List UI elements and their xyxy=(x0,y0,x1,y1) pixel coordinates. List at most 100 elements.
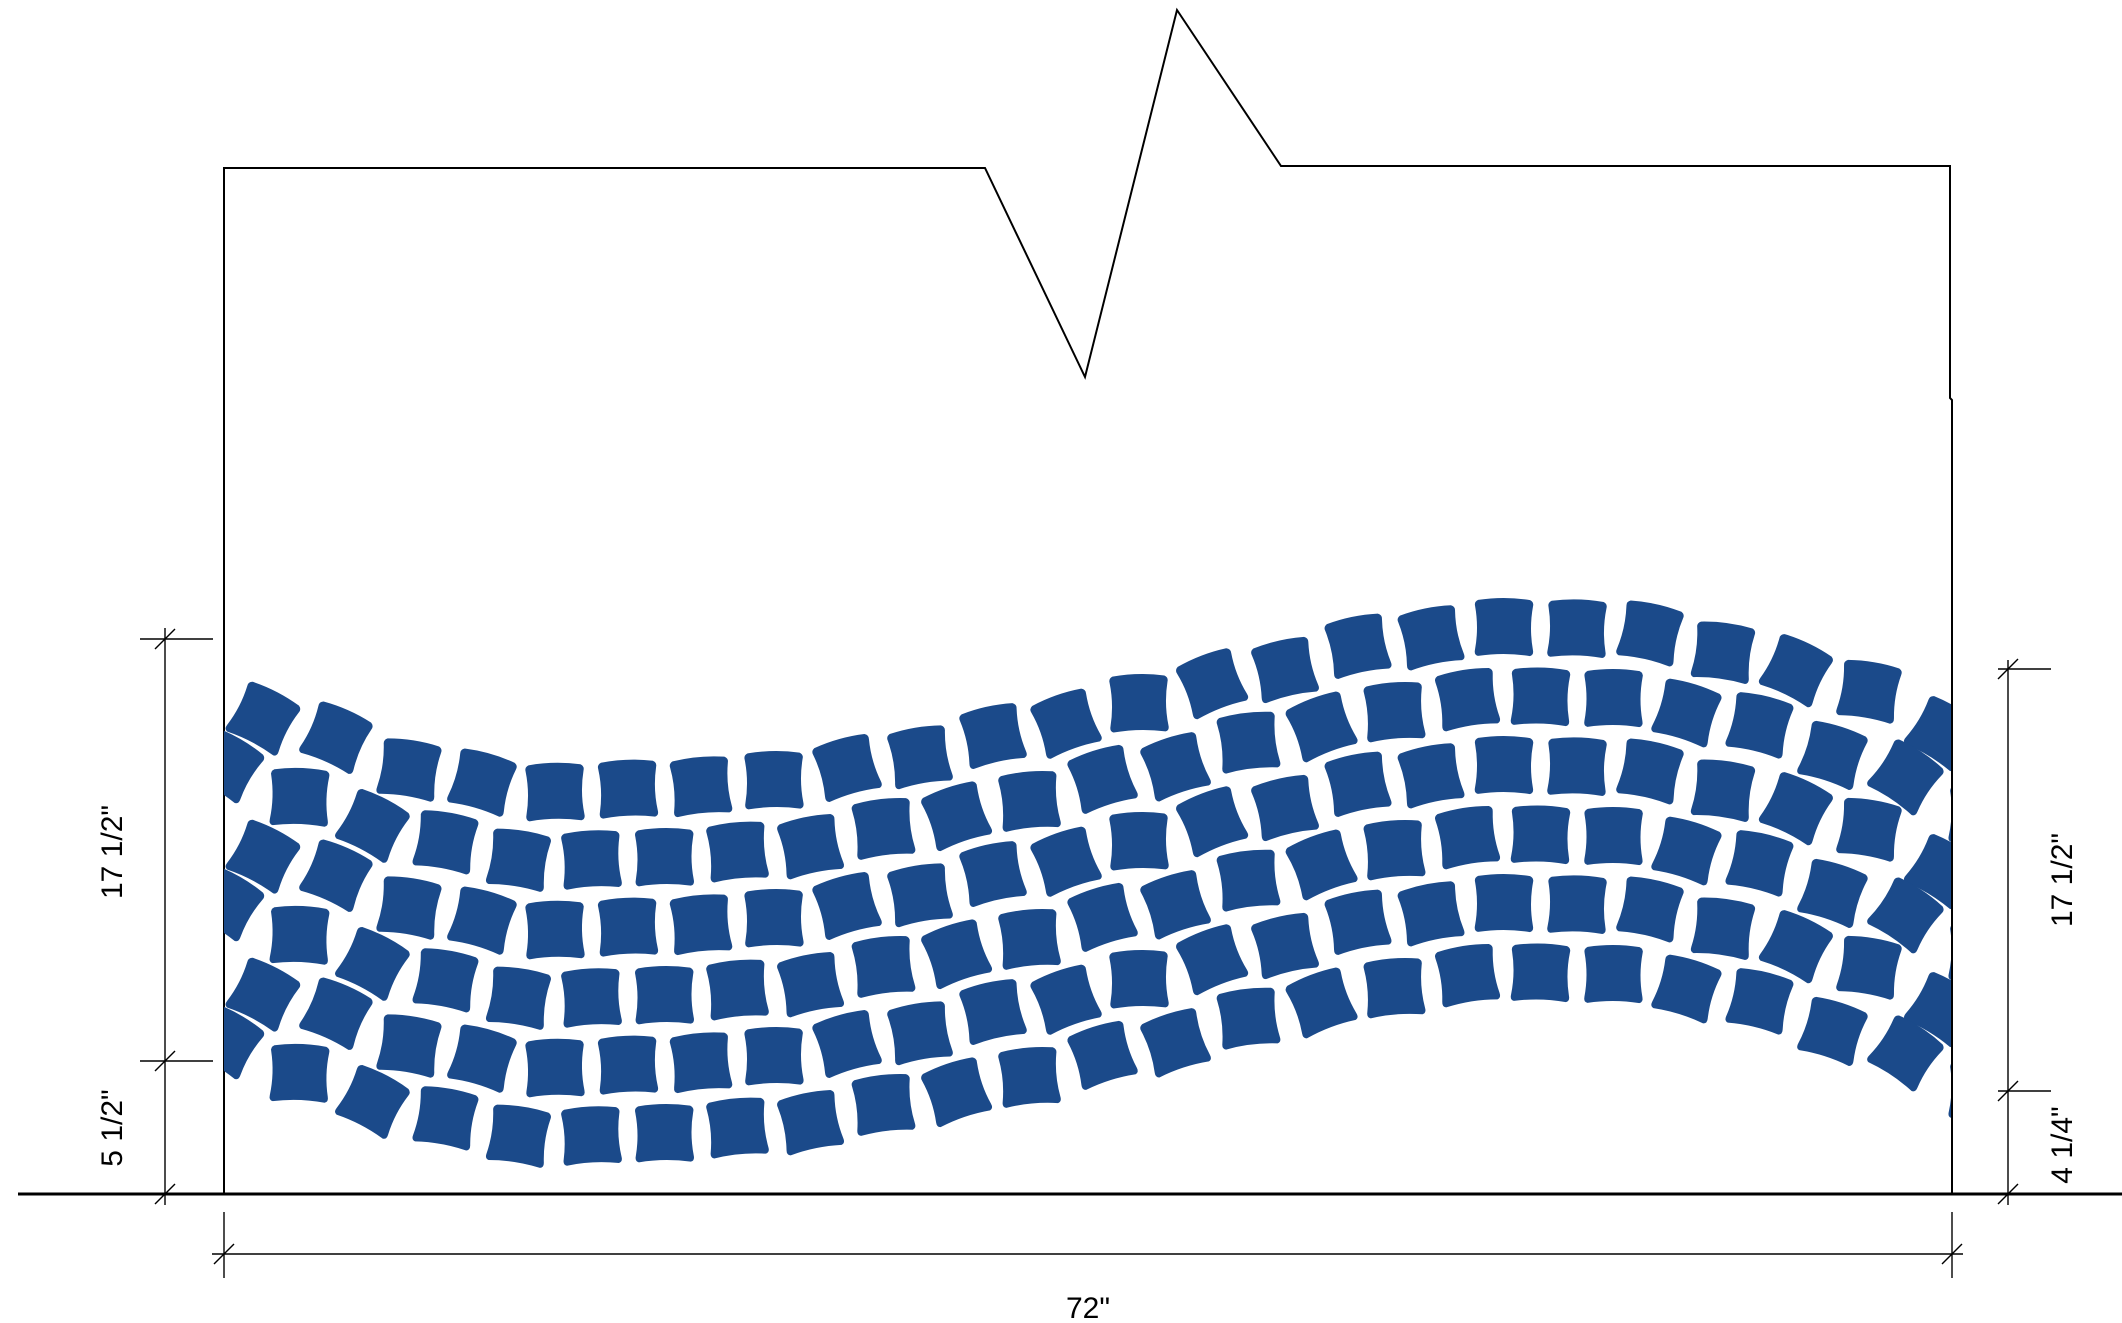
mosaic-tile xyxy=(777,952,845,1018)
mosaic-tile xyxy=(706,959,769,1021)
mosaic-tile xyxy=(777,814,845,880)
mosaic-tile xyxy=(225,681,301,756)
mosaic-tile xyxy=(1948,1060,1951,1120)
mosaic-tile xyxy=(1510,667,1571,727)
mosaic-tile xyxy=(744,889,804,948)
mosaic-tile xyxy=(669,894,733,956)
mosaic-tile xyxy=(1216,711,1281,774)
mosaic-tile xyxy=(1109,673,1169,733)
mosaic-tile xyxy=(412,810,479,875)
mosaic-tile xyxy=(1725,968,1794,1035)
mosaic-tile xyxy=(1797,996,1868,1066)
mosaic-tile xyxy=(157,924,224,991)
mosaic-tile xyxy=(1867,877,1944,954)
mosaic-tile xyxy=(635,1104,694,1163)
mosaic-tile xyxy=(1510,805,1571,865)
left-band-height-label: 17 1/2" xyxy=(96,805,129,899)
mosaic-tile xyxy=(1109,949,1169,1009)
mosaic-tile xyxy=(1030,826,1102,897)
mosaic-tile xyxy=(1140,1008,1211,1078)
mosaic-tile xyxy=(777,1090,845,1156)
mosaic-tile xyxy=(1067,1020,1138,1090)
mosaic-tile xyxy=(485,966,551,1030)
mosaic-tile xyxy=(1030,964,1102,1035)
mosaic-tile xyxy=(1434,668,1501,732)
mosaic-tile xyxy=(921,919,993,990)
mosaic-tile xyxy=(334,926,410,1001)
mosaic-tile xyxy=(1584,945,1643,1004)
mosaic-tile xyxy=(1836,797,1902,862)
mosaic-tile xyxy=(1285,829,1358,901)
mosaic-tile xyxy=(525,1038,585,1098)
mosaic-tile xyxy=(224,728,265,804)
mosaic-tile xyxy=(1285,691,1358,763)
mosaic-tile xyxy=(744,751,804,810)
mosaic-tile xyxy=(1140,732,1211,802)
mosaic-tile xyxy=(851,798,916,860)
mosaic-tile xyxy=(1725,830,1794,897)
mosaic-tile xyxy=(1584,669,1643,728)
mosaic-tile xyxy=(1363,819,1426,881)
mosaic-tile xyxy=(1251,774,1319,842)
mosaic-tile xyxy=(1285,967,1358,1039)
left-dimension: 17 1/2" 5 1/2" xyxy=(96,628,213,1205)
mosaic-tile xyxy=(1651,816,1722,886)
mosaic-tile xyxy=(1867,739,1944,816)
mosaic-tile xyxy=(269,905,330,965)
mosaic-tile xyxy=(269,1043,330,1103)
mosaic-tile xyxy=(561,830,622,890)
mosaic-tile xyxy=(1758,634,1833,708)
mosaic-tile xyxy=(1067,882,1138,952)
mosaic-tile xyxy=(1176,786,1249,858)
mosaic-tile xyxy=(851,936,916,998)
mosaic-tile xyxy=(1903,834,1951,910)
mosaic-tile xyxy=(812,1009,882,1079)
mosaic-tile xyxy=(525,762,585,822)
mosaic-tile xyxy=(706,821,769,883)
mosaic-tile xyxy=(447,886,517,955)
mosaic-tile xyxy=(1176,924,1249,996)
mosaic-tile xyxy=(887,1001,953,1066)
mosaic-tile xyxy=(299,977,373,1050)
mosaic-tile xyxy=(921,1057,993,1128)
mosaic-tile xyxy=(1616,876,1684,943)
mosaic-tile xyxy=(998,1047,1061,1108)
mosaic-tile xyxy=(812,871,882,941)
left-base-offset-label: 5 1/2" xyxy=(96,1089,129,1166)
mosaic-tile xyxy=(412,948,479,1013)
mosaic-tile xyxy=(1836,659,1902,724)
mosaic-tile xyxy=(269,767,330,827)
mosaic-tile xyxy=(1474,598,1534,657)
mosaic-tile xyxy=(744,1027,804,1086)
mosaic-tile xyxy=(998,909,1061,970)
mosaic-tile xyxy=(1836,935,1902,1000)
mosaic-tile xyxy=(561,968,622,1028)
mosaic-tile xyxy=(1109,811,1169,871)
mosaic-tile xyxy=(376,1014,442,1078)
bottom-dimension: 72" xyxy=(212,1212,1963,1323)
mosaic-tile xyxy=(597,1035,659,1095)
mosaic-tile xyxy=(299,701,373,774)
mosaic-tile xyxy=(706,1097,769,1159)
mosaic-tile xyxy=(1725,692,1794,759)
mosaic-tile xyxy=(1547,737,1607,797)
mosaic-tile xyxy=(887,725,953,790)
mosaic-tile xyxy=(597,759,659,819)
mosaic-tile xyxy=(959,841,1027,908)
mosaic-tile xyxy=(1547,599,1607,659)
mosaic-tile xyxy=(485,1104,551,1168)
mosaic-tile xyxy=(1758,772,1833,846)
mosaic-tile xyxy=(1176,648,1249,720)
mosaic-tile xyxy=(812,733,882,803)
mosaic-tile xyxy=(597,897,659,957)
mosaic-tile xyxy=(1397,881,1465,947)
mosaic-tile xyxy=(921,781,993,852)
right-base-offset-label: 4 1/4" xyxy=(2046,1106,2079,1183)
mosaic-tile xyxy=(447,748,517,817)
mosaic-tile xyxy=(1690,759,1756,823)
mosaic-tile xyxy=(225,819,301,894)
mosaic-tile xyxy=(1216,849,1281,912)
mosaic-tile xyxy=(1251,636,1319,704)
mosaic-tile xyxy=(1690,897,1756,961)
